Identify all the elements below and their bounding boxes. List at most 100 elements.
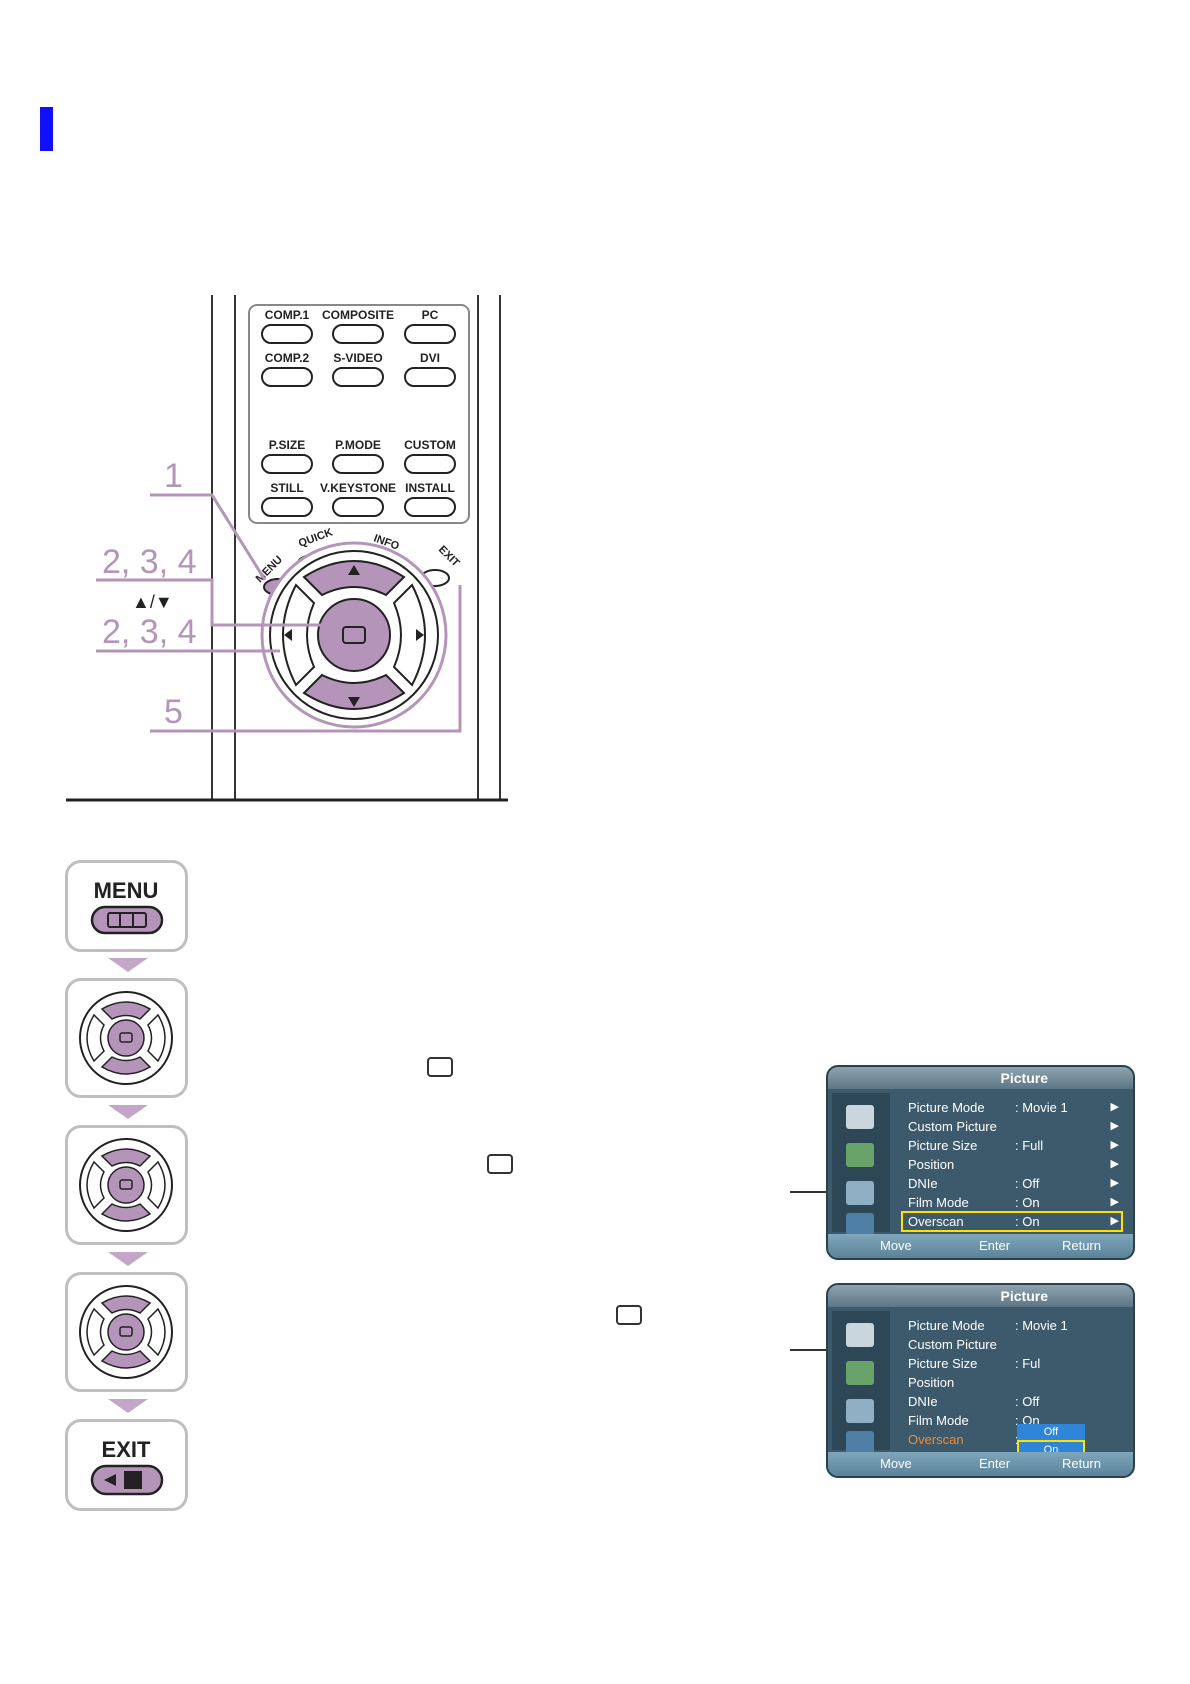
svideo-label: S-VIDEO (333, 351, 382, 365)
right-triangle-icon: ▶ (1110, 1177, 1119, 1189)
install-label: INSTALL (405, 481, 455, 495)
pc-button[interactable] (404, 324, 456, 344)
exit-label: EXIT (436, 544, 462, 570)
down-triangle-icon (108, 958, 148, 972)
enter-icon (487, 1154, 513, 1174)
menu-step-label: MENU (94, 878, 159, 903)
category-icon (846, 1105, 874, 1129)
composite-button[interactable] (332, 324, 384, 344)
right-triangle-icon: ▶ (1110, 1101, 1119, 1113)
left-arrow-button[interactable] (282, 583, 316, 687)
dvi-button[interactable] (404, 367, 456, 387)
right-triangle-icon: ▶ (1110, 1215, 1119, 1227)
callout-1: 1 (164, 457, 183, 495)
osd-row-film-mode[interactable]: Film Mode: On▶ (908, 1195, 1119, 1210)
osd-row-picture-mode[interactable]: Picture Mode: Movie 1 (908, 1318, 1068, 1333)
category-icon (846, 1361, 874, 1385)
footer-return: Return (1061, 1238, 1101, 1253)
vkeystone-button[interactable] (332, 497, 384, 517)
right-triangle-icon: ▶ (1110, 1139, 1119, 1151)
osd-row-picture-size[interactable]: Picture Size: Ful (908, 1356, 1041, 1371)
comp1-label: COMP.1 (265, 308, 310, 322)
osd-category-sidebar (832, 1311, 890, 1455)
down-triangle-icon (108, 1105, 148, 1119)
comp2-label: COMP.2 (265, 351, 310, 365)
down-triangle-icon (108, 1399, 148, 1413)
category-icon (846, 1143, 874, 1167)
footer-move: Move (880, 1456, 912, 1471)
still-button[interactable] (261, 497, 313, 517)
osd-title-bar: Picture (828, 1285, 1133, 1307)
still-label: STILL (270, 481, 303, 495)
custom-label: CUSTOM (404, 438, 456, 452)
footer-move: Move (880, 1238, 912, 1253)
right-triangle-icon: ▶ (1110, 1158, 1119, 1170)
leader-line (790, 1349, 826, 1351)
pc-label: PC (422, 308, 439, 322)
footer-return: Return (1061, 1456, 1101, 1471)
dvi-label: DVI (420, 351, 440, 365)
right-arrow-button[interactable] (392, 583, 426, 687)
psize-label: P.SIZE (269, 438, 305, 452)
footer-enter: Enter (979, 1238, 1011, 1253)
enter-button[interactable] (317, 598, 391, 672)
osd-row-overscan[interactable]: Overscan: On▶ (908, 1214, 1119, 1229)
down-triangle-icon (108, 1252, 148, 1266)
osd-category-sidebar (832, 1093, 890, 1237)
svideo-button[interactable] (332, 367, 384, 387)
step-nav-pad-icon (65, 1125, 188, 1245)
exit-step-label: EXIT (102, 1437, 151, 1462)
install-button[interactable] (404, 497, 456, 517)
right-triangle-icon: ▶ (1110, 1120, 1119, 1132)
osd-overscan-options-menu: Picture Picture Mode: Movie 1 Custom Pic… (826, 1283, 1135, 1478)
pmode-label: P.MODE (335, 438, 381, 452)
osd-title: Picture (1000, 1070, 1048, 1086)
enter-icon (342, 626, 366, 644)
step-menu-icon: MENU (65, 860, 188, 952)
osd-footer: Move Enter Return (828, 1234, 1133, 1258)
option-off[interactable]: Off (1017, 1424, 1085, 1440)
composite-label: COMPOSITE (322, 308, 394, 322)
comp1-button[interactable] (261, 324, 313, 344)
enter-icon (616, 1305, 642, 1325)
psize-button[interactable] (261, 454, 313, 474)
osd-row-custom-picture[interactable]: Custom Picture (908, 1337, 997, 1352)
osd-row-overscan[interactable]: Overscan: (908, 1432, 1019, 1447)
comp2-button[interactable] (261, 367, 313, 387)
callout-up-down: ▲/▼ (132, 592, 173, 612)
up-arrow-button[interactable] (302, 560, 406, 597)
down-arrow-button[interactable] (302, 673, 406, 710)
osd-footer: Move Enter Return (828, 1452, 1133, 1476)
right-triangle-icon: ▶ (1110, 1196, 1119, 1208)
category-icon (846, 1431, 874, 1455)
remote-control-illustration: COMP.1 COMPOSITE PC COMP.2 S-VIDEO DVI P… (60, 295, 510, 805)
osd-row-dnie[interactable]: DNIe: Off (908, 1394, 1040, 1409)
category-icon (846, 1213, 874, 1237)
osd-row-picture-size[interactable]: Picture Size: Full▶ (908, 1138, 1119, 1153)
pmode-button[interactable] (332, 454, 384, 474)
osd-row-dnie[interactable]: DNIe: Off▶ (908, 1176, 1119, 1191)
step-exit-icon: EXIT (65, 1419, 188, 1511)
category-icon (846, 1181, 874, 1205)
osd-title-bar: Picture (828, 1067, 1133, 1089)
osd-row-position[interactable]: Position▶ (908, 1157, 1119, 1172)
osd-title: Picture (1000, 1288, 1048, 1304)
callout-2-3-4-bottom: 2, 3, 4 (102, 613, 197, 651)
custom-button[interactable] (404, 454, 456, 474)
category-icon (846, 1399, 874, 1423)
osd-row-picture-mode[interactable]: Picture Mode: Movie 1▶ (908, 1100, 1119, 1115)
callout-5: 5 (164, 693, 183, 731)
selection-highlight (901, 1211, 1123, 1232)
enter-icon (427, 1057, 453, 1077)
footer-enter: Enter (979, 1456, 1011, 1471)
vkeystone-label: V.KEYSTONE (320, 481, 396, 495)
leader-line (790, 1191, 826, 1193)
osd-picture-menu: Picture Picture Mode: Movie 1▶ Custom Pi… (826, 1065, 1135, 1260)
osd-row-custom-picture[interactable]: Custom Picture▶ (908, 1119, 1119, 1134)
section-accent-bar (40, 107, 53, 151)
step-nav-pad-icon (65, 1272, 188, 1392)
step-nav-pad-icon (65, 978, 188, 1098)
osd-row-film-mode[interactable]: Film Mode: On (908, 1413, 1040, 1428)
osd-row-position[interactable]: Position (908, 1375, 955, 1390)
callout-2-3-4-top: 2, 3, 4 (102, 543, 197, 581)
